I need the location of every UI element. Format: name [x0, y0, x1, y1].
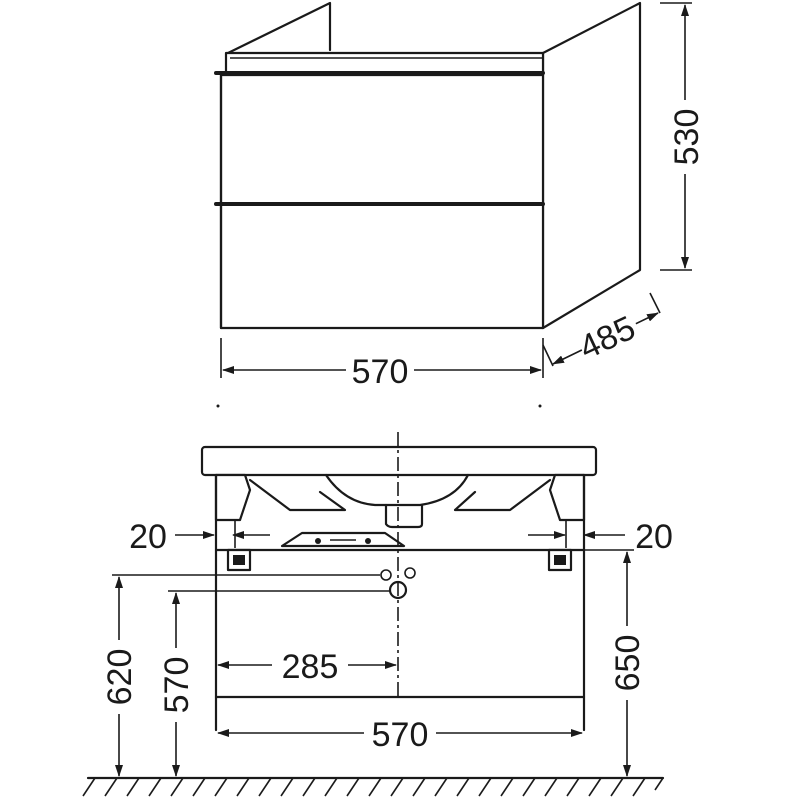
dimension-height-650: 650 [576, 549, 647, 777]
dim-label-285: 285 [282, 648, 339, 686]
dim-label-570-bottom: 570 [372, 716, 429, 754]
dim-label-20-left: 20 [129, 518, 167, 556]
dimension-inset-left-20: 20 [129, 518, 270, 556]
dim-label-650: 650 [609, 635, 647, 692]
dimension-center-285: 285 [217, 648, 397, 686]
front-elevation [82, 432, 665, 797]
water-inlet-left [380, 569, 392, 581]
cabinet-side-panel [541, 1, 642, 330]
floor-hatching [82, 777, 664, 797]
dimension-height-570: 570 [158, 590, 390, 777]
basin-drain [384, 503, 424, 529]
dimension-height-530: 530 [660, 2, 706, 271]
dimension-depth-485: 485 [542, 292, 661, 367]
cabinet-top-rim [224, 51, 545, 75]
dim-label-530: 530 [668, 109, 706, 166]
right-support-bracket [548, 473, 586, 522]
basin-top [200, 445, 598, 477]
dimension-inset-right-20: 20 [528, 518, 673, 556]
dim-label-20-right: 20 [635, 518, 673, 556]
dimension-height-620: 620 [100, 574, 380, 777]
dim-label-570-vertical: 570 [158, 657, 196, 714]
dimension-width-570-top: 570 [220, 338, 544, 391]
water-inlet-right [404, 567, 416, 579]
cabinet-perspective [214, 1, 642, 330]
cabinet-back-edge [226, 1, 332, 55]
dim-label-620: 620 [101, 649, 139, 706]
dim-label-570-top: 570 [352, 353, 409, 391]
cabinet-front [219, 73, 545, 330]
dimension-width-570-bottom: 570 [217, 716, 583, 754]
basin-bowl [324, 473, 470, 507]
left-support-bracket [214, 473, 252, 522]
